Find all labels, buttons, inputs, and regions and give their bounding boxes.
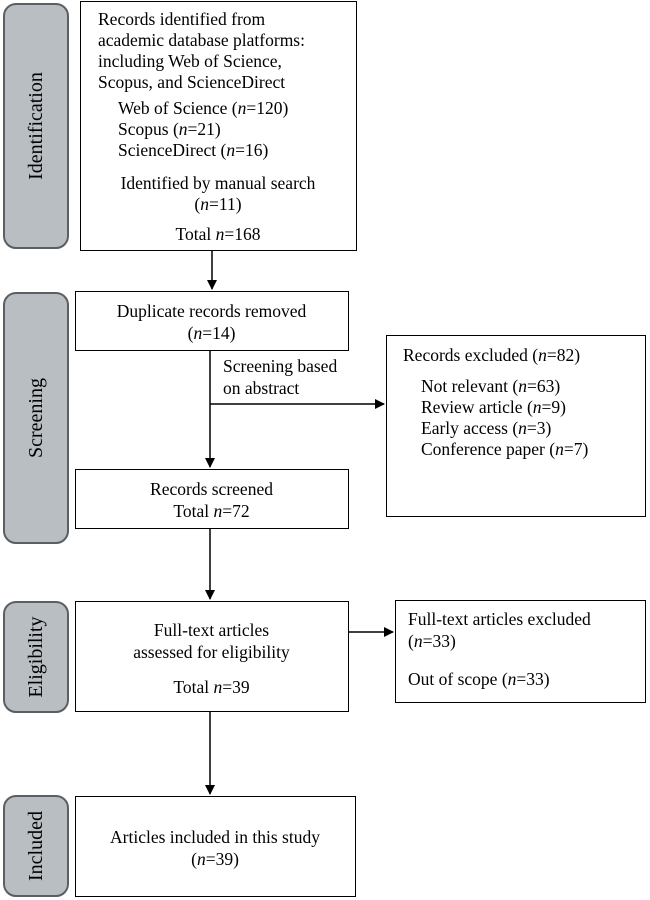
fulltext-assessed-label-1: Full-text articles [153,620,270,640]
phase-identification: Identification [3,3,69,249]
records-screened-label: Records screened [150,479,273,499]
excluded-reason-conference-paper: Conference paper (n=7) [421,439,589,459]
manual-search-label: Identified by manual search [120,173,316,193]
source-scopus: Scopus (n=21) [118,119,221,139]
identification-box: Records identified from academic databas… [80,1,357,251]
fulltext-excluded-count: (n=33) [408,631,456,651]
fulltext-excluded-reason: Out of scope (n=33) [408,669,550,689]
included-count: (n=39) [191,849,239,869]
duplicates-count: (n=14) [187,323,236,343]
fulltext-assessed-box: Full-text articles assessed for eligibil… [75,601,349,712]
screening-note-line-1: Screening based [223,356,338,376]
fulltext-assessed-total: Total n=39 [173,677,250,697]
identification-total: Total n=168 [175,224,261,244]
excluded-reason-review-article: Review article (n=9) [421,397,566,417]
manual-search-count: (n=11) [194,194,242,214]
records-screened-total: Total n=72 [173,501,250,521]
duplicates-label: Duplicate records removed [116,301,307,321]
excluded-reason-not-relevant: Not relevant (n=63) [421,376,561,396]
phase-included: Included [3,795,69,897]
included-label: Articles included in this study [110,827,320,847]
identification-intro-line-4: Scopus, and ScienceDirect [98,72,286,92]
duplicates-box: Duplicate records removed (n=14) [75,291,349,351]
fulltext-excluded-label: Full-text articles excluded [408,609,591,629]
excluded-reason-early-access: Early access (n=3) [421,418,552,438]
screening-note-line-2: on abstract [223,378,300,398]
phase-screening: Screening [3,292,69,544]
identification-intro-line-3: including Web of Science, [98,51,282,71]
source-web-of-science: Web of Science (n=120) [118,98,289,118]
identification-intro-line-1: Records identified from [98,9,266,29]
records-excluded-box: Records excluded (n=82) Not relevant (n=… [386,335,646,517]
fulltext-assessed-label-2: assessed for eligibility [133,642,290,662]
phase-eligibility: Eligibility [3,601,69,713]
records-excluded-label: Records excluded (n=82) [403,345,581,365]
fulltext-excluded-box: Full-text articles excluded (n=33) Out o… [395,600,646,703]
identification-intro-line-2: academic database platforms: [98,30,305,50]
included-box: Articles included in this study (n=39) [75,796,356,897]
records-screened-box: Records screened Total n=72 [75,469,349,529]
source-sciencedirect: ScienceDirect (n=16) [118,140,269,160]
